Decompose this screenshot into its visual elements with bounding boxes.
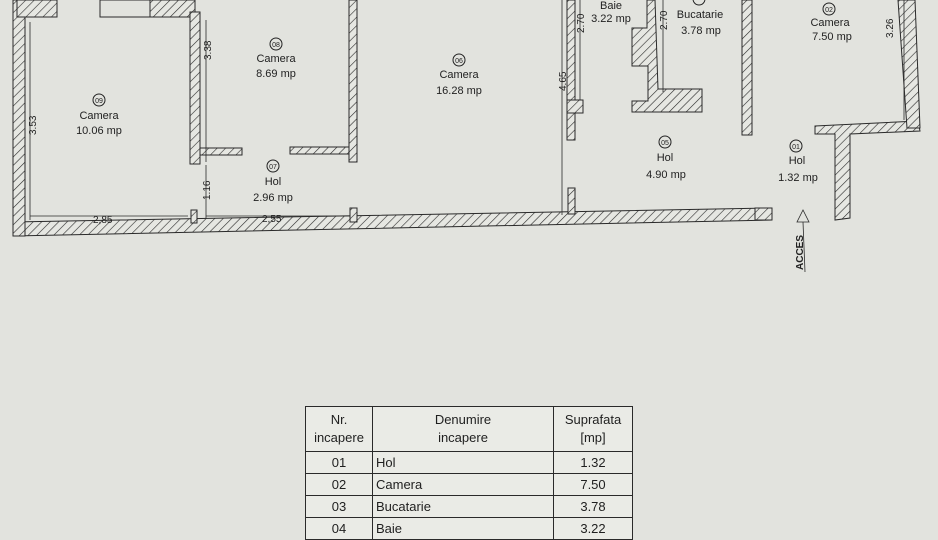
top-left-block xyxy=(16,0,58,18)
svg-text:Bucatarie: Bucatarie xyxy=(677,9,723,21)
wall-09-08 xyxy=(189,11,201,165)
dim-1-16: 1.16 xyxy=(202,180,213,200)
left-wall xyxy=(12,0,26,237)
svg-text:09: 09 xyxy=(95,98,103,105)
stub-07-right xyxy=(349,207,358,223)
dimension-labels: 3.53 2,85 3.38 1.16 2,55 4.65 2.70 2.70 … xyxy=(28,10,896,270)
wall-04-03 xyxy=(631,0,703,113)
dim-2-70-a: 2.70 xyxy=(576,13,587,33)
cell-area: 3.22 xyxy=(553,517,633,540)
dim-3-38: 3.38 xyxy=(203,40,214,60)
room-03: Bucatarie 3.78 mp xyxy=(677,0,723,37)
svg-text:Hol: Hol xyxy=(265,176,282,188)
cell-area: 3.78 xyxy=(553,495,633,518)
svg-text:08: 08 xyxy=(272,42,280,49)
dim-2-55: 2,55 xyxy=(262,214,282,225)
dimension-lines xyxy=(29,0,905,273)
wall-02-right xyxy=(897,0,921,129)
svg-text:Hol: Hol xyxy=(789,155,806,167)
header-nr: Nr.incapere xyxy=(305,406,373,452)
room-07: 07 Hol 2.96 mp xyxy=(253,159,293,204)
svg-text:Camera: Camera xyxy=(439,69,479,81)
stub-04 xyxy=(566,99,584,114)
room-08: 08 Camera 8.69 mp xyxy=(256,37,296,80)
bottom-wall xyxy=(12,207,773,237)
room-04-area: 3.22 mp xyxy=(591,13,631,25)
svg-text:7.50 mp: 7.50 mp xyxy=(812,31,852,43)
stub-08-right xyxy=(289,146,350,155)
svg-text:Hol: Hol xyxy=(657,152,674,164)
cell-area: 1.32 xyxy=(553,451,633,474)
cell-name: Camera xyxy=(372,473,554,496)
walls xyxy=(12,0,921,237)
svg-text:06: 06 xyxy=(455,58,463,65)
dim-2-85: 2,85 xyxy=(93,215,113,226)
top-block-2 xyxy=(149,0,196,18)
cell-nr: 04 xyxy=(305,517,373,540)
svg-text:2.96 mp: 2.96 mp xyxy=(253,192,293,204)
wall-03-02 xyxy=(741,0,753,136)
svg-text:Camera: Camera xyxy=(810,17,850,29)
wall-01 xyxy=(814,120,921,221)
room-04-name: Baie xyxy=(600,0,622,12)
room-labels: 09 Camera 10.06 mp 08 Camera 8.69 mp 07 Ho… xyxy=(76,0,852,204)
room-02: 02 Camera 7.50 mp xyxy=(810,2,852,43)
svg-text:05: 05 xyxy=(661,140,669,147)
svg-text:4.90 mp: 4.90 mp xyxy=(646,169,686,181)
stub-05-right xyxy=(754,207,773,221)
cell-name: Baie xyxy=(372,517,554,540)
cell-nr: 03 xyxy=(305,495,373,518)
wall-06-04 xyxy=(566,0,576,141)
dim-2-70-b: 2.70 xyxy=(659,10,670,30)
svg-text:02: 02 xyxy=(825,7,833,14)
dim-3-53: 3.53 xyxy=(28,115,39,135)
svg-text:16.28 mp: 16.28 mp xyxy=(436,85,482,97)
access-label: ACCES xyxy=(795,235,806,270)
wall-08-06 xyxy=(348,0,358,163)
stub-08-left xyxy=(199,147,243,156)
stub-07-left xyxy=(190,209,198,224)
svg-text:Camera: Camera xyxy=(256,53,296,65)
stub-05-bottom xyxy=(567,187,576,215)
cell-name: Hol xyxy=(372,451,554,474)
room-01: 01 Hol 1.32 mp xyxy=(778,139,818,184)
header-area: Suprafata[mp] xyxy=(553,406,633,452)
dim-3-26: 3.26 xyxy=(885,18,896,38)
svg-text:1.32 mp: 1.32 mp xyxy=(778,172,818,184)
room-06: 06 Camera 16.28 mp xyxy=(436,53,482,97)
svg-text:3.78 mp: 3.78 mp xyxy=(681,25,721,37)
svg-text:8.69 mp: 8.69 mp xyxy=(256,68,296,80)
svg-text:07: 07 xyxy=(269,164,277,171)
floor-plan: 3.53 2,85 3.38 1.16 2,55 4.65 2.70 2.70 … xyxy=(12,0,921,273)
cell-name: Bucatarie xyxy=(372,495,554,518)
room-05: 05 Hol 4.90 mp xyxy=(646,135,686,181)
cell-nr: 01 xyxy=(305,451,373,474)
svg-text:01: 01 xyxy=(792,144,800,151)
svg-text:Camera: Camera xyxy=(79,110,119,122)
top-opening xyxy=(99,0,151,18)
svg-text:10.06 mp: 10.06 mp xyxy=(76,125,122,137)
cell-nr: 02 xyxy=(305,473,373,496)
dim-4-65: 4.65 xyxy=(558,71,569,91)
cell-area: 7.50 xyxy=(553,473,633,496)
room-09: 09 Camera 10.06 mp xyxy=(76,93,122,137)
